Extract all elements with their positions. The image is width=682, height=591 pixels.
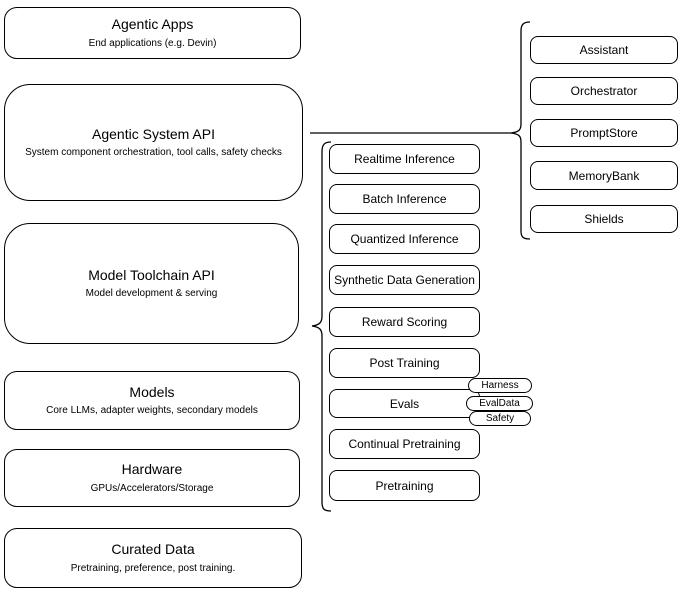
- node-batch-inference: Batch Inference: [329, 184, 480, 214]
- node-quantized-inference: Quantized Inference: [329, 224, 480, 254]
- node-realtime-inference: Realtime Inference: [329, 144, 480, 174]
- node-agentic-apps: Agentic Apps End applications (e.g. Devi…: [4, 7, 301, 59]
- node-subtitle: Pretraining, preference, post training.: [70, 562, 236, 574]
- node-memorybank: MemoryBank: [530, 161, 678, 190]
- node-model-toolchain-api: Model Toolchain API Model development & …: [4, 223, 299, 344]
- node-hardware: Hardware GPUs/Accelerators/Storage: [4, 449, 300, 507]
- node-post-training: Post Training: [329, 348, 480, 378]
- node-curated-data: Curated Data Pretraining, preference, po…: [4, 528, 302, 588]
- node-subtitle: End applications (e.g. Devin): [88, 37, 217, 49]
- node-promptstore: PromptStore: [530, 119, 678, 147]
- node-models: Models Core LLMs, adapter weights, secon…: [4, 371, 300, 430]
- node-title: Agentic Apps: [111, 16, 194, 33]
- node-title: Curated Data: [111, 541, 195, 558]
- node-subtitle: GPUs/Accelerators/Storage: [90, 482, 214, 494]
- node-orchestrator: Orchestrator: [530, 77, 678, 105]
- components-group-brace: [510, 21, 531, 240]
- node-title: Agentic System API: [92, 125, 215, 142]
- node-subtitle: Core LLMs, adapter weights, secondary mo…: [46, 405, 258, 417]
- node-shields: Shields: [530, 205, 678, 233]
- tag-harness: Harness: [468, 378, 532, 393]
- node-agentic-system-api: Agentic System API System component orch…: [4, 84, 303, 201]
- node-subtitle: Model development & serving: [85, 288, 218, 300]
- node-continual-pretraining: Continual Pretraining: [329, 429, 480, 459]
- node-evals: Evals: [329, 389, 480, 418]
- node-synthetic-data-generation: Synthetic Data Generation: [329, 265, 480, 295]
- tag-safety: Safety: [469, 411, 531, 426]
- node-reward-scoring: Reward Scoring: [329, 307, 480, 337]
- node-pretraining: Pretraining: [329, 470, 480, 501]
- node-subtitle: System component orchestration, tool cal…: [25, 147, 282, 159]
- tag-evaldata: EvalData: [466, 396, 533, 411]
- toolchain-group-brace: [311, 141, 332, 512]
- node-assistant: Assistant: [530, 36, 678, 64]
- node-title: Hardware: [121, 461, 183, 478]
- node-title: Models: [129, 383, 175, 400]
- node-title: Model Toolchain API: [88, 266, 215, 283]
